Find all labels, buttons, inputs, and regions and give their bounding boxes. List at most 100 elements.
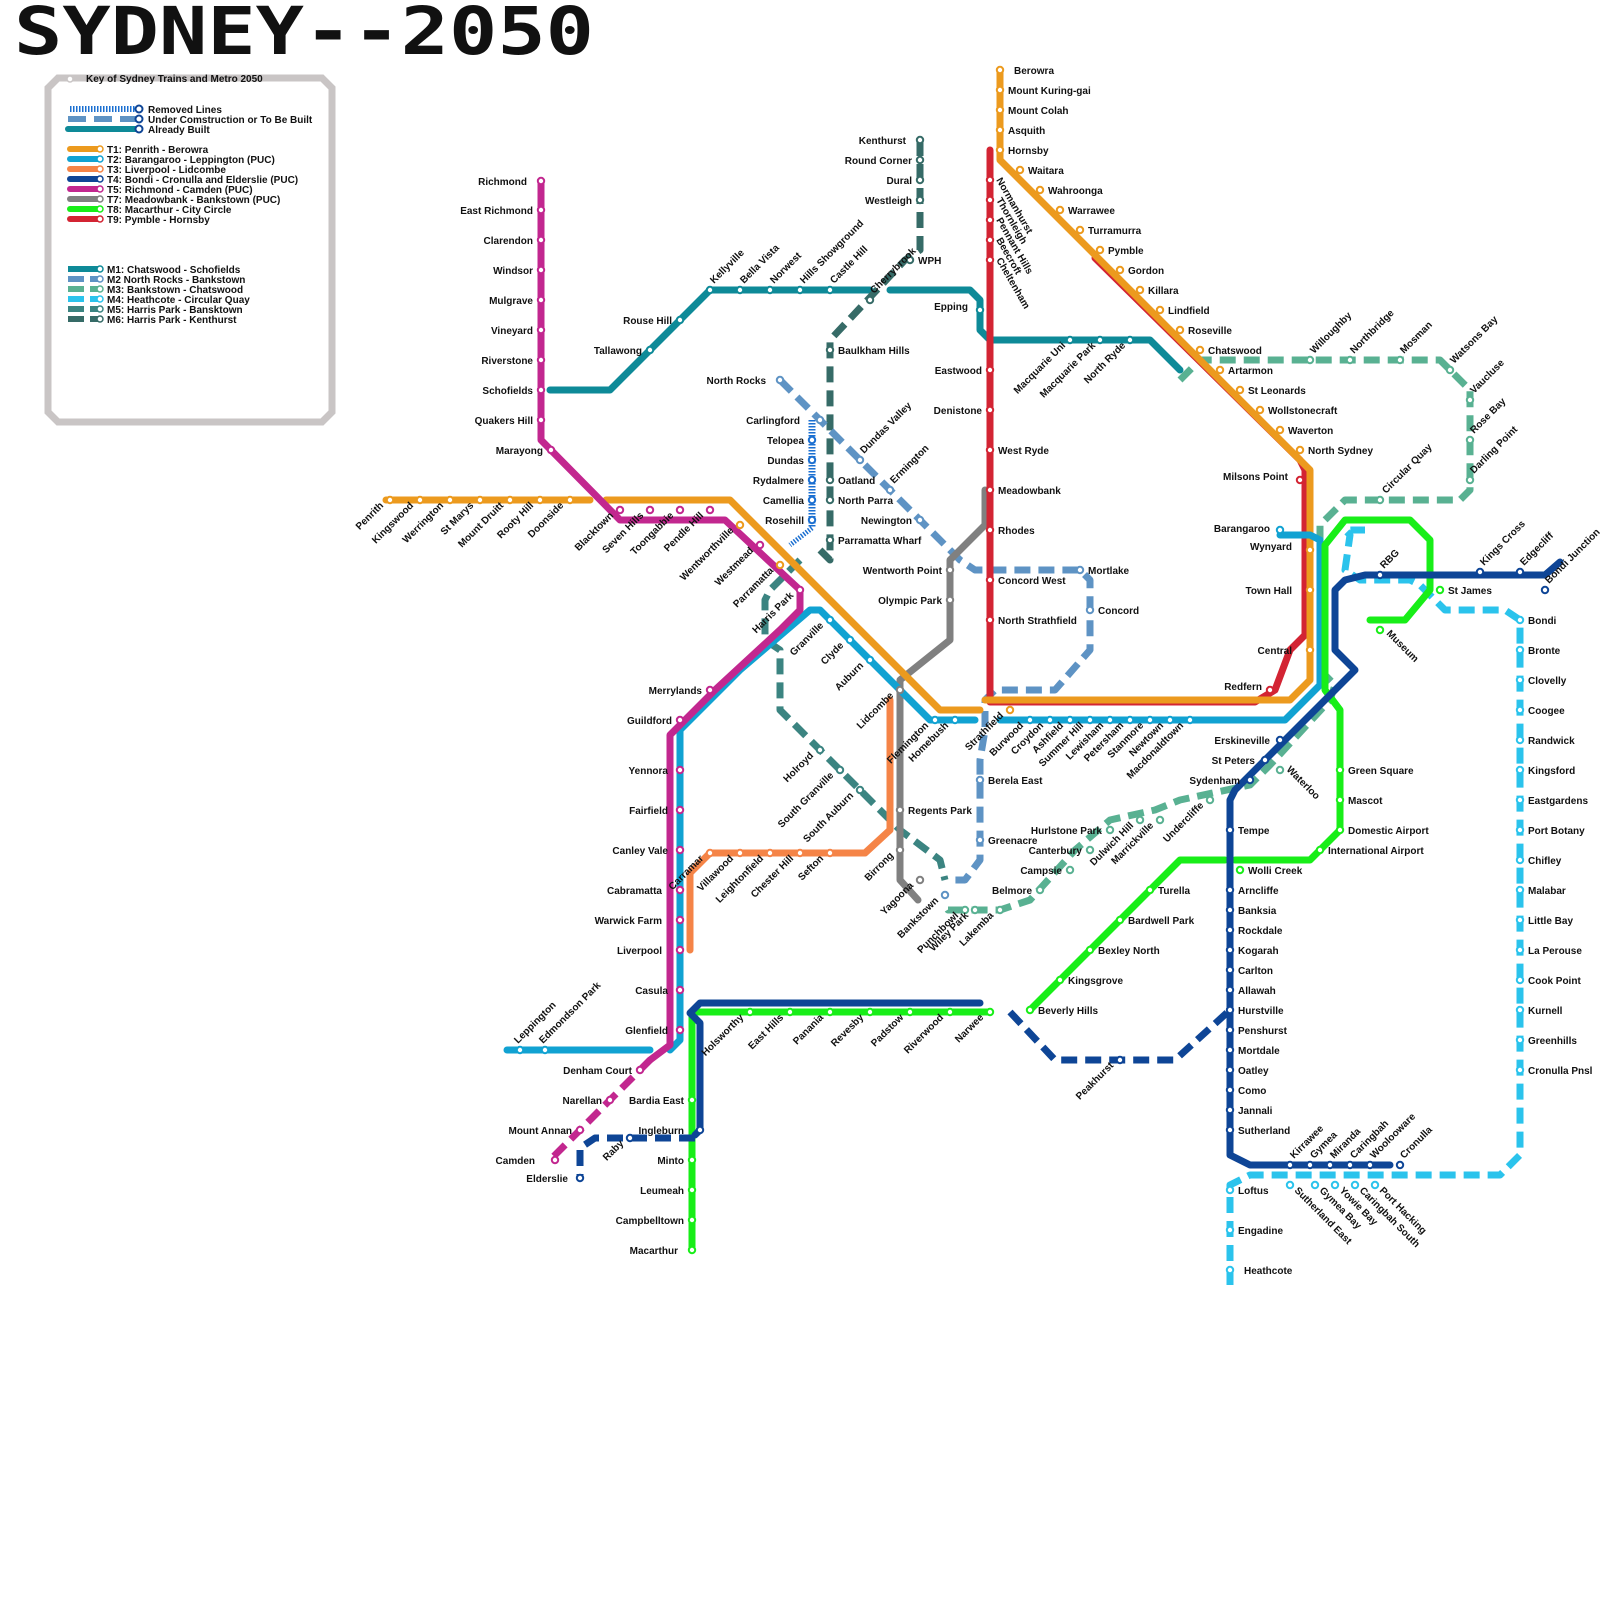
station[interactable]: St Leonards bbox=[1235, 385, 1306, 397]
station-marker[interactable] bbox=[540, 1045, 550, 1055]
station[interactable]: Parramatta Wharf bbox=[825, 535, 922, 547]
station-marker[interactable] bbox=[515, 1045, 525, 1055]
station[interactable]: Baulkham Hills bbox=[825, 345, 910, 357]
station-marker[interactable] bbox=[1085, 715, 1095, 725]
station-marker[interactable] bbox=[536, 295, 546, 305]
station[interactable]: Fairfield bbox=[629, 805, 685, 817]
station[interactable]: Circular Quay bbox=[1375, 442, 1435, 505]
station[interactable]: Cook Point bbox=[1515, 975, 1582, 987]
station[interactable]: Bondi bbox=[1515, 615, 1557, 627]
station-marker[interactable] bbox=[1465, 435, 1475, 445]
station[interactable]: Kogarah bbox=[1225, 945, 1279, 957]
station-marker[interactable] bbox=[795, 848, 805, 858]
station[interactable]: Macarthur bbox=[630, 1245, 697, 1257]
station[interactable]: Campbelltown bbox=[616, 1215, 697, 1227]
station-marker[interactable] bbox=[1275, 525, 1285, 535]
station-marker[interactable] bbox=[1225, 1225, 1235, 1235]
station[interactable]: Cabramatta bbox=[607, 885, 685, 897]
station-marker[interactable] bbox=[1175, 325, 1185, 335]
station[interactable]: Town Hall bbox=[1246, 585, 1315, 597]
station[interactable]: North Strathfield bbox=[985, 615, 1077, 627]
station[interactable]: Allawah bbox=[1225, 985, 1276, 997]
station[interactable]: North Sydney bbox=[1295, 445, 1374, 457]
station-marker[interactable] bbox=[985, 575, 995, 585]
station-marker[interactable] bbox=[985, 365, 995, 375]
station-marker[interactable] bbox=[1395, 1160, 1405, 1170]
station-marker[interactable] bbox=[985, 615, 995, 625]
station-marker[interactable] bbox=[475, 495, 485, 505]
station[interactable]: Turella bbox=[1145, 885, 1191, 897]
station[interactable]: Round Corner bbox=[845, 155, 925, 167]
station[interactable]: Holsworthy bbox=[700, 1007, 755, 1059]
station[interactable]: Greenacre bbox=[975, 835, 1038, 847]
station[interactable]: Concord bbox=[1085, 605, 1139, 617]
station[interactable]: Waitara bbox=[1015, 165, 1064, 177]
station[interactable]: Bexley North bbox=[1085, 945, 1160, 957]
station-marker[interactable] bbox=[807, 515, 817, 525]
station-marker[interactable] bbox=[1065, 335, 1075, 345]
station-marker[interactable] bbox=[1225, 905, 1235, 915]
station-marker[interactable] bbox=[995, 85, 1005, 95]
station-marker[interactable] bbox=[825, 535, 835, 545]
station[interactable]: Pymble bbox=[1095, 245, 1144, 257]
station[interactable]: Cronulla Pnsl bbox=[1515, 1065, 1593, 1077]
station[interactable]: Gordon bbox=[1115, 265, 1164, 277]
station-marker[interactable] bbox=[835, 765, 845, 775]
station-marker[interactable] bbox=[915, 135, 925, 145]
station-marker[interactable] bbox=[825, 1007, 835, 1017]
station[interactable]: Westleigh bbox=[865, 195, 925, 207]
station-marker[interactable] bbox=[1055, 975, 1065, 985]
station-marker[interactable] bbox=[687, 1095, 697, 1105]
station[interactable]: Arncliffe bbox=[1225, 885, 1279, 897]
station-marker[interactable] bbox=[1115, 1055, 1125, 1065]
station[interactable]: Mount Annan bbox=[508, 1125, 585, 1137]
station-marker[interactable] bbox=[807, 455, 817, 465]
station-marker[interactable] bbox=[1045, 715, 1055, 725]
station-marker[interactable] bbox=[1515, 1005, 1525, 1015]
station[interactable]: Mount Kuring-gai bbox=[995, 85, 1091, 97]
station[interactable]: International Airport bbox=[1315, 845, 1425, 857]
station-marker[interactable] bbox=[1365, 1160, 1375, 1170]
station-marker[interactable] bbox=[975, 835, 985, 845]
station-marker[interactable] bbox=[535, 495, 545, 505]
station-marker[interactable] bbox=[1260, 755, 1270, 765]
station-marker[interactable] bbox=[825, 848, 835, 858]
station[interactable]: Rockdale bbox=[1225, 925, 1283, 937]
station[interactable]: Coogee bbox=[1515, 705, 1565, 717]
station-marker[interactable] bbox=[885, 485, 895, 495]
station[interactable]: Rosehill bbox=[765, 515, 817, 527]
station[interactable]: Clovelly bbox=[1515, 675, 1567, 687]
station-marker[interactable] bbox=[775, 375, 785, 385]
station-marker[interactable] bbox=[985, 215, 995, 225]
station[interactable]: Canterbury bbox=[1029, 845, 1095, 857]
station-marker[interactable] bbox=[1515, 705, 1525, 715]
station-marker[interactable] bbox=[536, 325, 546, 335]
station-marker[interactable] bbox=[536, 385, 546, 395]
station[interactable]: Banksia bbox=[1225, 905, 1277, 917]
station-marker[interactable] bbox=[995, 65, 1005, 75]
station-marker[interactable] bbox=[930, 715, 940, 725]
station[interactable]: Green Square bbox=[1335, 765, 1414, 777]
station[interactable]: Guildford bbox=[627, 715, 685, 727]
station-marker[interactable] bbox=[815, 745, 825, 755]
station[interactable]: Mascot bbox=[1335, 795, 1383, 807]
station-marker[interactable] bbox=[975, 305, 985, 315]
station-marker[interactable] bbox=[895, 845, 905, 855]
station-marker[interactable] bbox=[1540, 585, 1550, 595]
station[interactable]: Leumeah bbox=[640, 1185, 697, 1197]
station-marker[interactable] bbox=[970, 905, 980, 915]
station-marker[interactable] bbox=[605, 1095, 615, 1105]
station[interactable]: Denistone bbox=[934, 405, 995, 417]
station-marker[interactable] bbox=[1375, 495, 1385, 505]
station[interactable]: Carlton bbox=[1225, 965, 1273, 977]
station[interactable]: Undercliffe bbox=[1161, 795, 1215, 845]
station[interactable]: Ermington bbox=[885, 443, 932, 495]
station[interactable]: Vineyard bbox=[491, 325, 546, 337]
station-marker[interactable] bbox=[705, 848, 715, 858]
station[interactable]: Loftus bbox=[1225, 1185, 1269, 1197]
station-marker[interactable] bbox=[815, 415, 825, 425]
station-marker[interactable] bbox=[385, 495, 395, 505]
station-marker[interactable] bbox=[1310, 1180, 1320, 1190]
station-marker[interactable] bbox=[1475, 567, 1485, 577]
station[interactable]: Sutherland bbox=[1225, 1125, 1290, 1137]
